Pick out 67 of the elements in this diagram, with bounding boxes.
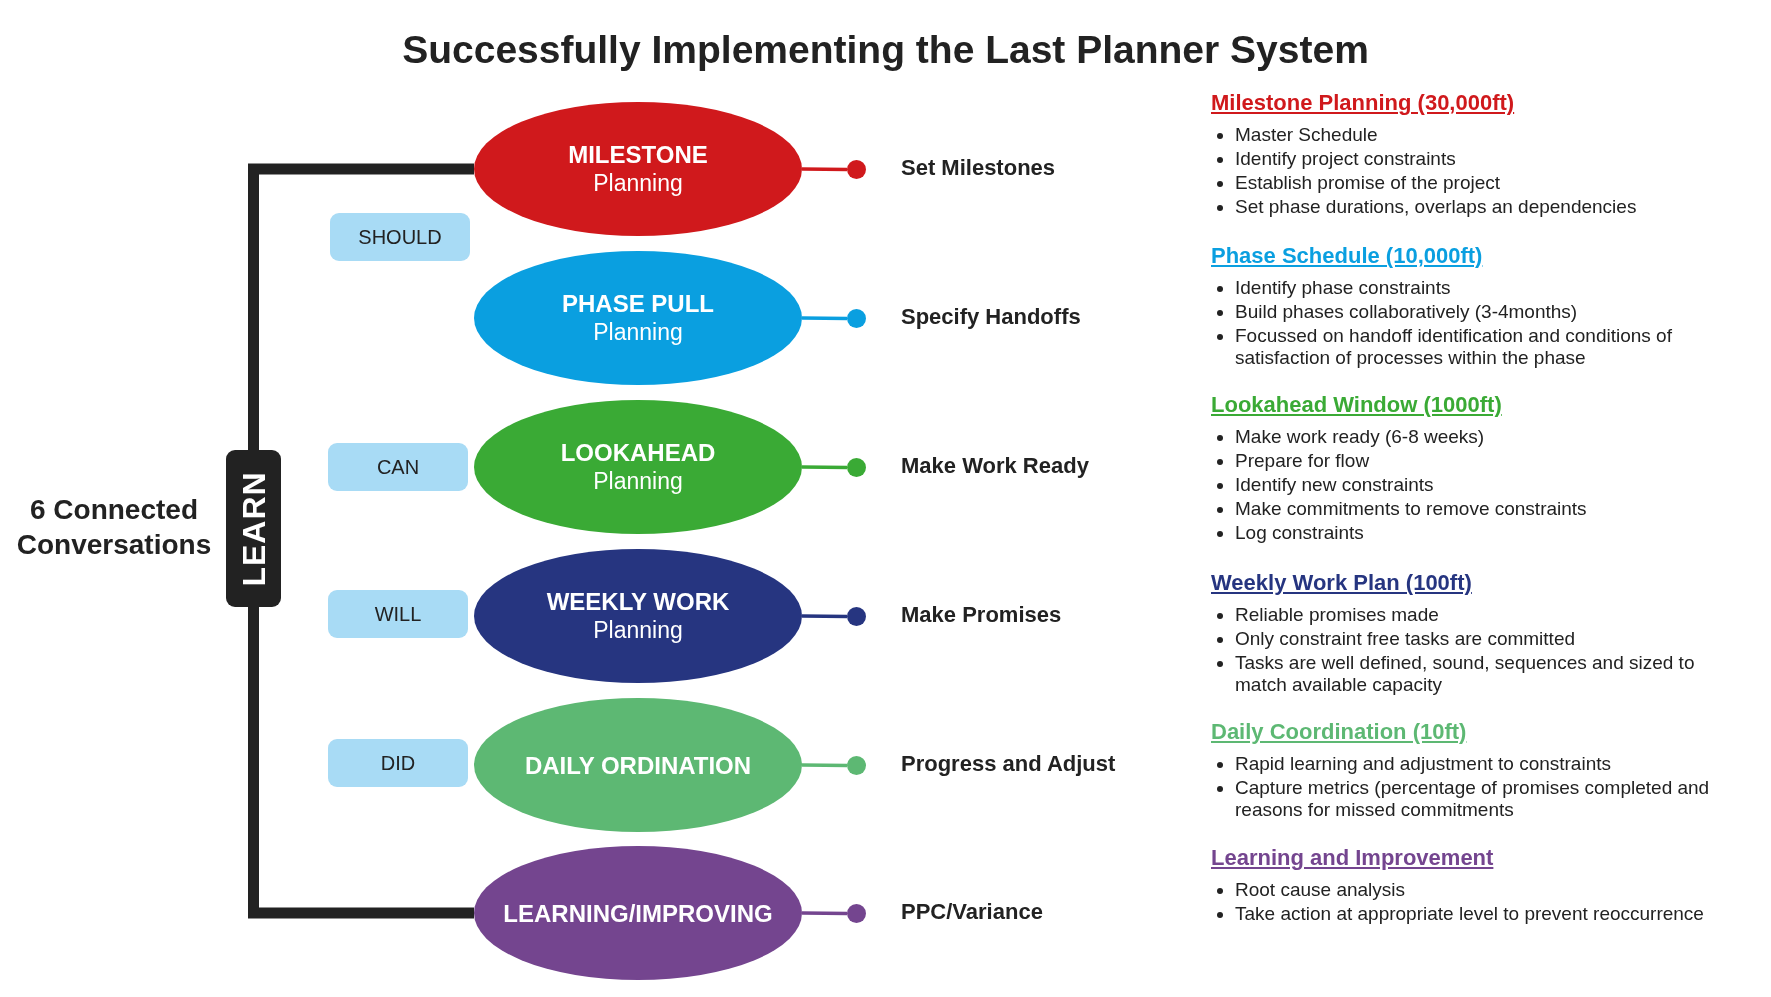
stage-subtitle: Planning (593, 318, 683, 347)
stage-action: Make Promises (901, 602, 1062, 628)
bullet-item: Identify phase constraints (1235, 277, 1451, 298)
connector-dot (847, 756, 866, 775)
connector-dot (847, 160, 866, 179)
bullet-item: Focussed on handoff identification and conditions of satisfaction of processes within the phase (1235, 325, 1672, 368)
modal-tag (330, 213, 470, 261)
stage-title: MILESTONE (568, 140, 708, 169)
stage-subtitle: Planning (593, 169, 683, 198)
bullet-item: Log constraints (1235, 522, 1364, 543)
stage-title: LOOKAHEAD (560, 438, 716, 467)
connector-line (802, 614, 847, 619)
connector-line (802, 911, 847, 916)
stage-subtitle: Planning (593, 616, 683, 645)
bullet-item: Rapid learning and adjustment to constraints (1235, 753, 1611, 774)
stage-title: DAILY ORDINATION (524, 750, 752, 780)
stage-action: Progress and Adjust (901, 751, 1116, 777)
stage-action: Specify Handoffs (901, 304, 1081, 330)
diagram-title: Successfully Implementing the Last Planner System (402, 28, 1369, 71)
bullet-item: Identify project constraints (1235, 148, 1456, 169)
connector-dot (847, 607, 866, 626)
bullet-item: Build phases collaboratively (3-4months) (1235, 301, 1578, 322)
bullet-item: Root cause analysis (1235, 879, 1406, 900)
connector-line (802, 763, 847, 768)
bullet-item: Set phase durations, overlaps an dependencies (1235, 196, 1637, 217)
learn-label: LEARN (235, 470, 272, 587)
modal-tag (328, 739, 468, 787)
modal-tag (328, 443, 468, 491)
connector-dot (847, 458, 866, 477)
stage-subtitle: Planning (593, 467, 683, 496)
tag-label: DID (380, 751, 416, 775)
bullet-item: Identify new constraints (1235, 474, 1434, 495)
section-heading: Daily Coordination (10ft) (1211, 719, 1468, 745)
section-heading: Weekly Work Plan (100ft) (1211, 570, 1473, 596)
connector-line (802, 167, 847, 172)
bullet-item: Make work ready (6-8 weeks) (1235, 426, 1485, 447)
bullet-item: Tasks are well defined, sound, sequences and sized to match available capacity (1235, 652, 1695, 695)
bullet-item: Prepare for flow (1235, 450, 1370, 471)
bracket-line (248, 607, 474, 919)
connector-dot (847, 309, 866, 328)
section-heading: Learning and Improvement (1211, 845, 1495, 871)
stage-title: LEARNING/IMPROVING (503, 898, 773, 928)
tag-label: CAN (376, 455, 420, 479)
section-heading: Lookahead Window (1000ft) (1211, 392, 1503, 418)
section-heading: Phase Schedule (10,000ft) (1211, 243, 1484, 269)
stage-action: Set Milestones (901, 155, 1056, 181)
stage-action: PPC/Variance (901, 899, 1043, 925)
bullet-item: Take action at appropriate level to prevent reoccurrence (1235, 903, 1704, 924)
stage-title: PHASE PULL (562, 289, 714, 318)
stage-title: WEEKLY WORK (546, 587, 730, 616)
bullet-item: Establish promise of the project (1235, 172, 1501, 193)
tag-label: WILL (374, 602, 422, 626)
learn-bar (226, 450, 281, 607)
connector-line (802, 316, 847, 321)
side-caption: 6 Connected Conversations (16, 494, 212, 560)
stage-action: Make Work Ready (901, 453, 1089, 479)
tag-label: SHOULD (358, 225, 442, 249)
bracket-line (248, 163, 474, 450)
connector-dot (847, 904, 866, 923)
bullet-item: Make commitments to remove constraints (1235, 498, 1587, 519)
connector-line (802, 465, 847, 470)
bullet-item: Capture metrics (percentage of promises completed and reasons for missed commitments (1235, 777, 1710, 820)
bullet-item: Reliable promises made (1235, 604, 1439, 625)
bullet-item: Only constraint free tasks are committed (1235, 628, 1575, 649)
bullet-item: Master Schedule (1235, 124, 1378, 145)
modal-tag (328, 590, 468, 638)
section-heading: Milestone Planning (30,000ft) (1211, 90, 1516, 116)
